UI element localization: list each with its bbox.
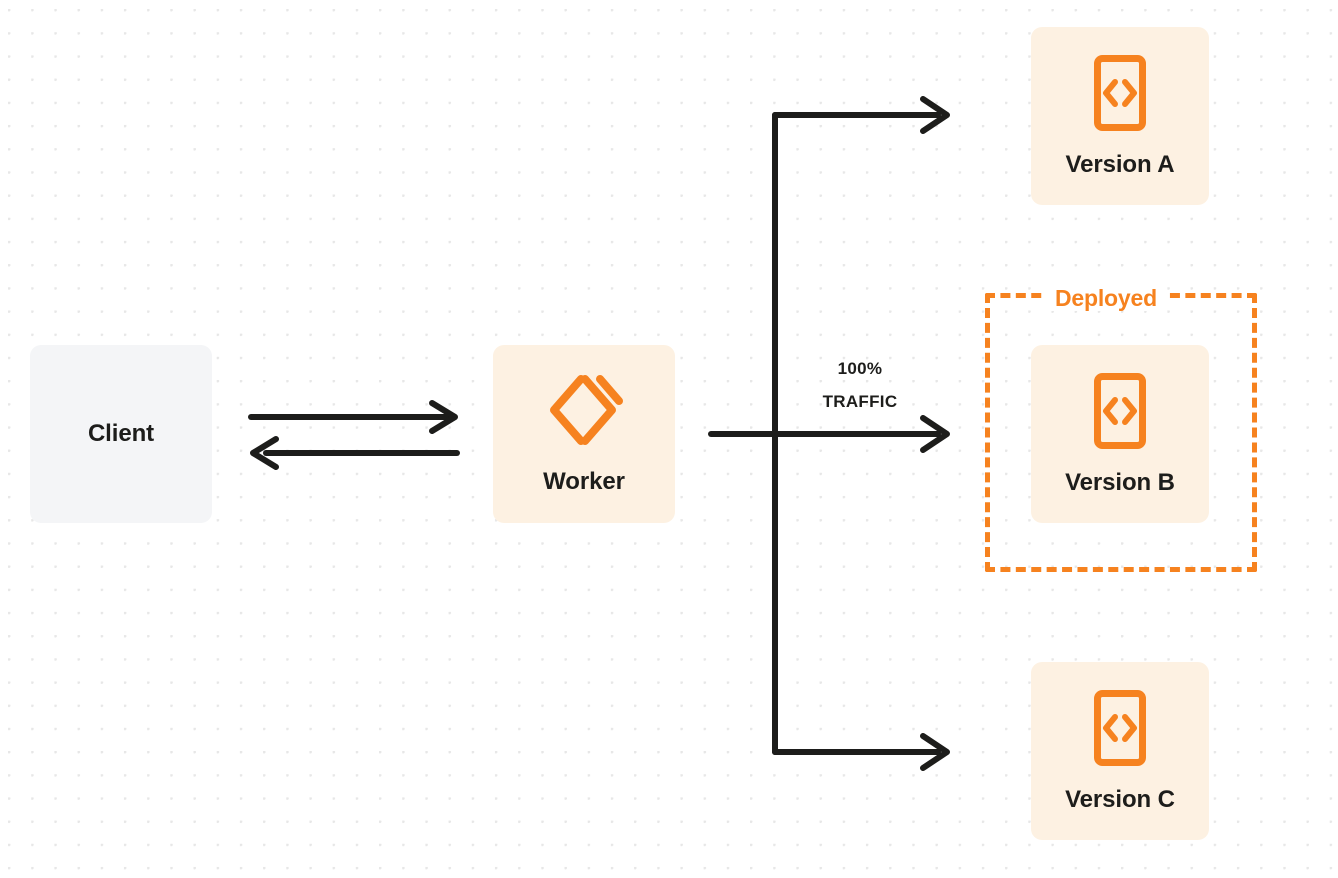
- node-client[interactable]: Client: [30, 345, 212, 523]
- node-worker[interactable]: Worker: [493, 345, 675, 523]
- node-version-a[interactable]: Version A: [1031, 27, 1209, 205]
- node-version-c-label: Version C: [1065, 785, 1175, 813]
- node-version-a-label: Version A: [1065, 150, 1175, 178]
- deployed-badge: Deployed: [1046, 285, 1166, 311]
- node-version-b-label: Version B: [1065, 468, 1175, 496]
- traffic-word-text: TRAFFIC: [822, 392, 898, 411]
- arrow-worker-to-client: [250, 436, 460, 470]
- code-file-icon: [1093, 372, 1147, 455]
- arrow-worker-to-version-c: [772, 733, 950, 771]
- node-version-c[interactable]: Version C: [1031, 662, 1209, 840]
- node-worker-label: Worker: [543, 467, 625, 495]
- traffic-percent-text: 100%: [837, 359, 883, 378]
- code-file-icon: [1093, 54, 1147, 137]
- node-client-label: Client: [87, 420, 155, 447]
- node-version-b[interactable]: Version B: [1031, 345, 1209, 523]
- arrow-client-to-worker: [248, 400, 458, 434]
- arrow-worker-to-version-a: [772, 96, 950, 134]
- code-file-icon: [1093, 689, 1147, 772]
- cloudflare-workers-logo-icon: [545, 373, 623, 452]
- traffic-annotation: 100% TRAFFIC: [789, 352, 931, 418]
- arrow-worker-to-version-b: [708, 415, 950, 453]
